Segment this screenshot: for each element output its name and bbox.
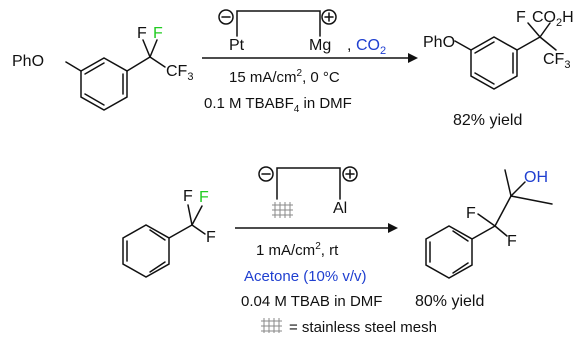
product-2-structure: OH F F bbox=[425, 169, 553, 279]
bond-cf2-f-left bbox=[477, 213, 496, 227]
temperature: , 0 °C bbox=[302, 69, 340, 86]
benzene-ring bbox=[470, 36, 518, 90]
bond-ring-cf bbox=[516, 36, 541, 51]
bond-ring-cf2 bbox=[471, 225, 496, 240]
acetone-additive: Acetone (10% v/v) bbox=[244, 268, 367, 285]
bond-cf-acid bbox=[539, 22, 551, 38]
fluorine-label-highlight: F bbox=[153, 25, 163, 42]
carboxylic-acid-main: CO bbox=[532, 9, 556, 26]
mesh-legend: = stainless steel mesh bbox=[261, 318, 437, 336]
bond-cf2-f-right bbox=[494, 225, 508, 237]
bond-o-ring bbox=[454, 40, 472, 51]
bond-methyl-right bbox=[510, 195, 553, 205]
trifluoromethyl-main: CF bbox=[543, 51, 565, 68]
bond-c-f-top bbox=[187, 204, 193, 226]
hydroxyl-label: OH bbox=[524, 169, 548, 186]
anode-label: Mg bbox=[309, 37, 331, 54]
benzene-ring bbox=[80, 57, 128, 111]
cell-circuit bbox=[236, 10, 321, 37]
mesh-electrode-icon bbox=[272, 202, 293, 218]
electrochemical-cell-2: Al bbox=[258, 166, 358, 218]
phenoxy-label: PhO bbox=[423, 34, 455, 51]
bond-cf-cf3 bbox=[539, 36, 557, 51]
reagent-separator: , bbox=[347, 37, 351, 54]
bond-cf-f bbox=[527, 22, 541, 38]
fluorine-label: F bbox=[206, 229, 216, 246]
carbon-dioxide-main: CO bbox=[356, 37, 380, 54]
carboxylic-acid-label: CO2H bbox=[532, 9, 574, 29]
anode-sign-circle bbox=[342, 166, 358, 182]
conditions-1: 15 mA/cm2, 0 °C 0.1 M TBABF4 in DMF bbox=[204, 68, 352, 115]
reactant-2-structure: F F F bbox=[122, 188, 216, 278]
electrolyte-subscript: 4 bbox=[294, 104, 300, 115]
carbon-dioxide-subscript: 2 bbox=[380, 45, 386, 57]
current-density-temperature: 1 mA/cm2, rt bbox=[256, 241, 339, 259]
bond-methyl-up bbox=[504, 169, 512, 197]
bond-cf-f-left bbox=[142, 39, 151, 58]
mesh-electrode-icon bbox=[261, 318, 282, 333]
current-density-temperature: 15 mA/cm2, 0 °C bbox=[229, 68, 340, 86]
yield-2: 80% yield bbox=[415, 293, 484, 310]
reactant-1-structure: PhO F F CF3 bbox=[12, 25, 193, 111]
trifluoromethyl-subscript: 3 bbox=[187, 71, 193, 83]
trifluoromethyl-main: CF bbox=[166, 63, 188, 80]
current-density: 1 mA/cm bbox=[256, 242, 315, 259]
fluorine-label: F bbox=[507, 233, 517, 250]
electrolyte-solvent: in DMF bbox=[299, 95, 352, 112]
bond-o-ring bbox=[65, 61, 82, 72]
fluorine-label: F bbox=[183, 188, 193, 205]
bond-c-oh bbox=[510, 181, 526, 197]
carbon-dioxide-label: CO2 bbox=[356, 37, 386, 57]
bond-c-f-right bbox=[191, 224, 206, 235]
reaction-2: F F F Al bbox=[122, 166, 553, 310]
bond-ring-cf3 bbox=[168, 224, 193, 239]
bond-cf-f-right bbox=[149, 39, 158, 58]
current-density: 15 mA/cm bbox=[229, 69, 297, 86]
electrochemical-cell-1: Pt Mg , CO2 bbox=[218, 9, 386, 57]
benzene-ring bbox=[122, 224, 170, 278]
cathode-sign-circle bbox=[218, 9, 234, 25]
product-1-structure: PhO F CO2H CF3 bbox=[423, 9, 574, 90]
fluorine-label: F bbox=[466, 205, 476, 222]
bond-ring-cf bbox=[126, 56, 151, 72]
mesh-legend-text: = stainless steel mesh bbox=[289, 319, 437, 336]
reaction-arrow-2 bbox=[235, 223, 398, 233]
bond-cf2-quaternary-c bbox=[494, 195, 512, 227]
benzene-ring bbox=[425, 225, 473, 279]
carboxylic-acid-subscript: 2 bbox=[556, 17, 562, 29]
reaction-1: PhO F F CF3 Pt Mg , CO2 bbox=[12, 9, 574, 129]
carboxylic-acid-hydrogen: H bbox=[562, 9, 574, 26]
bond-cf-cf3 bbox=[149, 56, 166, 68]
current-density-exponent: 2 bbox=[315, 241, 321, 252]
phenoxy-label: PhO bbox=[12, 53, 44, 70]
bond-c-f-highlight bbox=[191, 205, 203, 226]
cell-circuit bbox=[276, 167, 341, 200]
electrolyte-main: 0.1 M TBABF bbox=[204, 95, 294, 112]
cathode-label: Pt bbox=[229, 37, 245, 54]
anode-sign-circle bbox=[321, 9, 337, 25]
current-density-exponent: 2 bbox=[297, 68, 303, 79]
electrolyte: 0.1 M TBABF4 in DMF bbox=[204, 95, 352, 115]
anode-label: Al bbox=[333, 200, 347, 217]
fluorine-label: F bbox=[516, 9, 526, 26]
conditions-2: 1 mA/cm2, rt Acetone (10% v/v) 0.04 M TB… bbox=[241, 241, 382, 310]
cathode-sign-circle bbox=[258, 166, 274, 182]
fluorine-label: F bbox=[137, 25, 147, 42]
fluorine-label-highlight: F bbox=[199, 189, 209, 206]
reaction-arrow-1 bbox=[202, 53, 418, 63]
trifluoromethyl-label: CF3 bbox=[166, 63, 193, 83]
electrolyte: 0.04 M TBAB in DMF bbox=[241, 293, 382, 310]
yield-1: 82% yield bbox=[453, 112, 522, 129]
trifluoromethyl-label: CF3 bbox=[543, 51, 570, 71]
trifluoromethyl-subscript: 3 bbox=[564, 59, 570, 71]
temperature: , rt bbox=[321, 242, 339, 259]
